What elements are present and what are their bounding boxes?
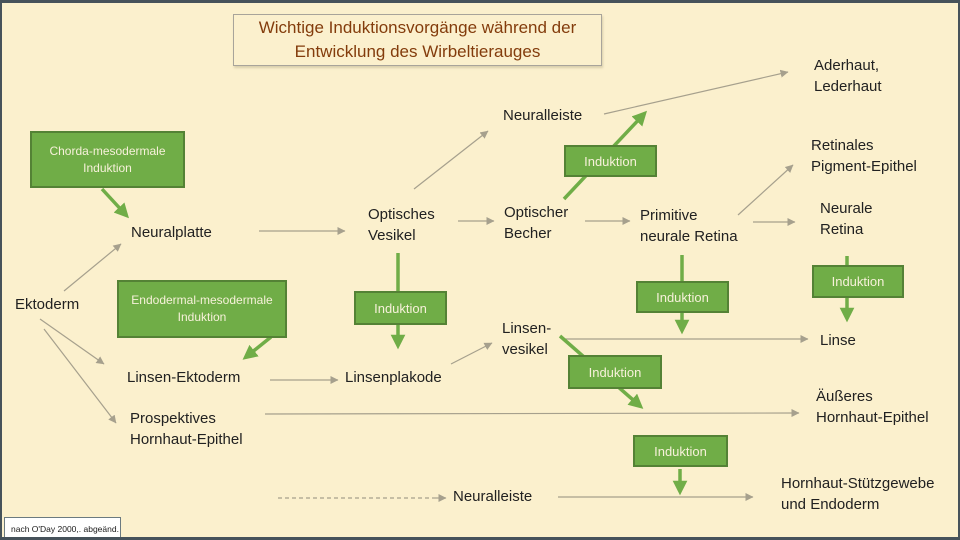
- node-ektoderm: Ektoderm: [15, 296, 80, 313]
- arrow-linsenplakode-to-linsenvesikel: [450, 342, 493, 365]
- citation: nach O'Day 2000,. abgeänd.: [4, 517, 121, 537]
- node-neuralleiste-unten: Neuralleiste: [453, 488, 533, 505]
- node-linse: Linse: [820, 332, 856, 349]
- diagram-title: Wichtige Induktionsvorgänge während der …: [233, 14, 602, 66]
- node-primitive-neurale-retina: Primitive neurale Retina: [640, 207, 738, 245]
- induction-box-vesikel-linsenplakode: Induktion: [354, 291, 447, 325]
- induction-box-retina-linse: Induktion: [636, 281, 729, 313]
- arrow-endodermal-induktion: [242, 335, 273, 360]
- arrow-retina-to-pigmentepithel: [737, 164, 794, 216]
- arrow-ektoderm-to-neuralplatte: [63, 243, 122, 292]
- node-linsen-ektoderm: Linsen-Ektoderm: [127, 369, 241, 386]
- induction-box-chorda: Chorda-mesodermale Induktion: [30, 131, 185, 188]
- node-aeusseres-hornhaut-epithel: Äußeres Hornhaut-Epithel: [816, 388, 929, 426]
- node-neuralleiste-oben: Neuralleiste: [503, 107, 583, 124]
- node-linsen-vesikel: Linsen- vesikel: [502, 320, 552, 358]
- induction-box-linsenvesikel-hornhaut: Induktion: [568, 355, 662, 389]
- arrow-chorda-induktion: [100, 187, 129, 219]
- node-prospektives-hornhaut-epithel: Prospektives Hornhaut-Epithel: [130, 410, 243, 448]
- induction-box-endodermal: Endodermal-mesodermale Induktion: [117, 280, 287, 338]
- arrow-prospektives-to-aeusseres: [264, 409, 800, 418]
- induction-box-neurale-retina-linse: Induktion: [812, 265, 904, 298]
- node-linsenplakode: Linsenplakode: [345, 369, 442, 386]
- arrow-ektoderm-to-linsen-ektoderm: [39, 318, 105, 365]
- node-neuralplatte: Neuralplatte: [131, 224, 212, 241]
- node-optischer-becher: Optischer Becher: [504, 204, 569, 242]
- node-retinales-pigment-epithel: Retinales Pigment-Epithel: [811, 137, 917, 175]
- induction-box-becher-neuralleiste: Induktion: [564, 145, 657, 177]
- node-aderhaut-lederhaut: Aderhaut, Lederhaut: [814, 57, 882, 95]
- node-optisches-vesikel: Optisches Vesikel: [368, 206, 435, 244]
- arrow-neuralleiste-to-aderhaut: [603, 69, 789, 115]
- node-hornhaut-stuetzgewebe: Hornhaut-Stützgewebe und Endoderm: [781, 475, 935, 513]
- node-neurale-retina: Neurale Retina: [820, 200, 873, 238]
- plain-arrows: [39, 69, 809, 502]
- induction-box-neuralleiste-stuetzgewebe: Induktion: [633, 435, 728, 467]
- arrow-ektoderm-to-prospektives: [43, 328, 117, 424]
- arrow-vesikel-to-neuralleiste: [413, 130, 489, 190]
